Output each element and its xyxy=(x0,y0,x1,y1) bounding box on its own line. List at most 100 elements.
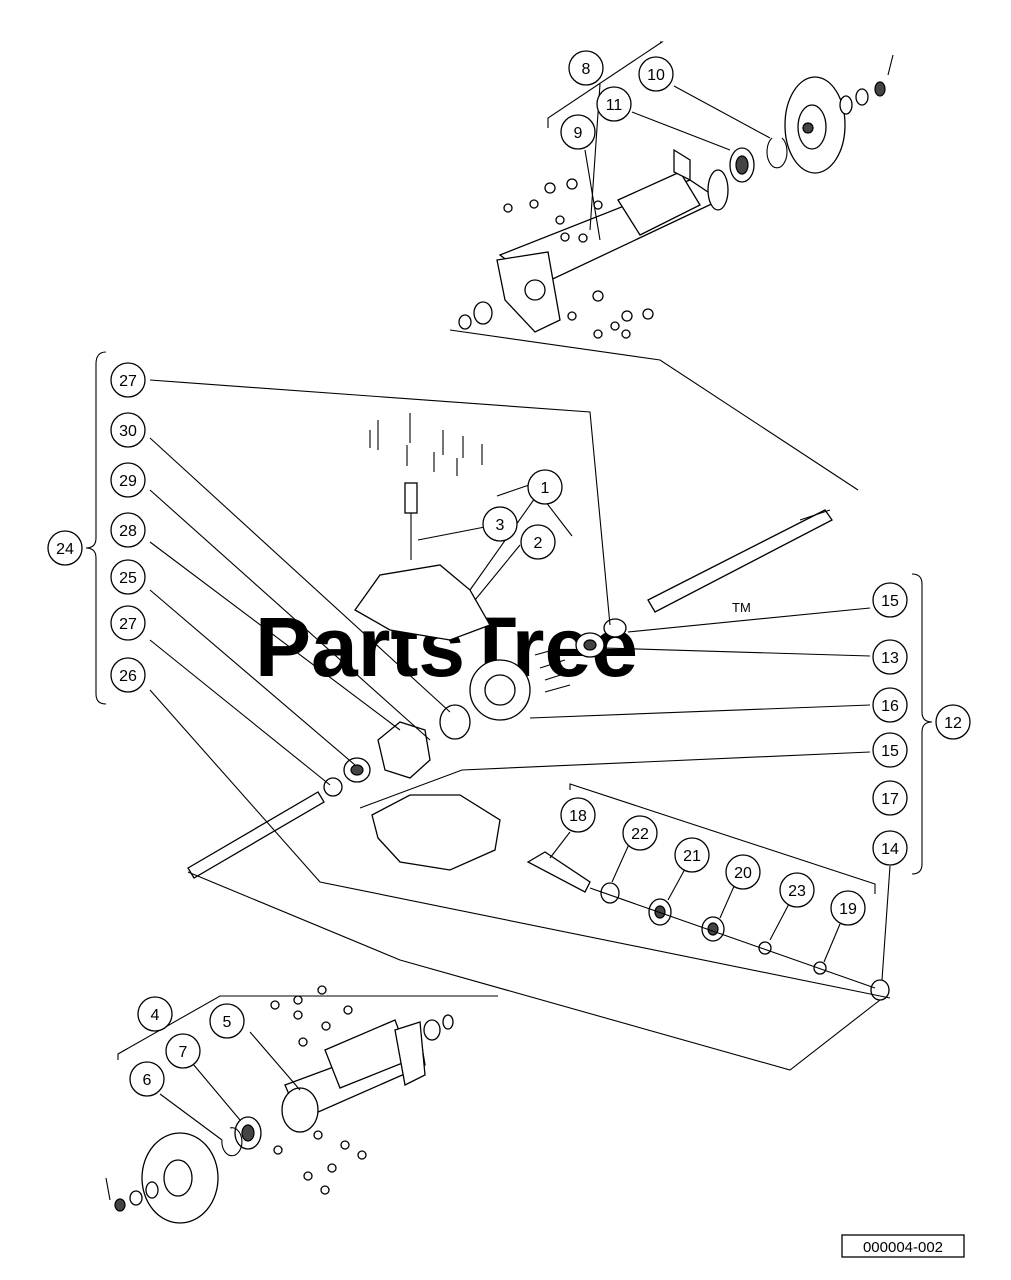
callout-11[interactable]: 11 xyxy=(596,86,632,122)
group-brace-12 xyxy=(911,573,933,875)
callout-2[interactable]: 2 xyxy=(520,524,556,560)
lower-seal xyxy=(423,1019,441,1041)
watermark-trademark: TM xyxy=(732,600,751,615)
callout-28[interactable]: 28 xyxy=(110,512,146,548)
lower-housing xyxy=(371,794,501,871)
callout-16[interactable]: 16 xyxy=(872,687,908,723)
callout-25-label: 25 xyxy=(119,570,137,587)
bearing-13-inner xyxy=(583,639,597,651)
callout-29[interactable]: 29 xyxy=(110,462,146,498)
callout-20[interactable]: 20 xyxy=(725,854,761,890)
callout-29-label: 29 xyxy=(119,473,137,490)
seal-15-upper xyxy=(603,618,627,638)
right-axle-shaft xyxy=(647,509,833,613)
breather-cap xyxy=(404,482,418,514)
callout-27-lower-label: 27 xyxy=(119,616,137,633)
left-axle-shaft xyxy=(187,791,325,879)
callout-8-label: 8 xyxy=(582,61,591,78)
lower-assembly-leader xyxy=(187,871,881,1071)
callout-1[interactable]: 1 xyxy=(527,469,563,505)
differential-carrier xyxy=(377,721,431,779)
seal-27-lower xyxy=(323,777,343,797)
lower-nut xyxy=(129,1190,143,1206)
callout-15-lower[interactable]: 15 xyxy=(872,732,908,768)
input-shaft-centerline xyxy=(589,887,876,989)
callout-6[interactable]: 6 xyxy=(129,1061,165,1097)
callout-9[interactable]: 9 xyxy=(560,114,596,150)
callout-24[interactable]: 24 xyxy=(47,530,83,566)
callout-26[interactable]: 26 xyxy=(110,657,146,693)
upper-nut xyxy=(855,88,869,106)
upper-plate-hole xyxy=(524,279,546,301)
lower-fasteners xyxy=(270,985,367,1195)
callout-14[interactable]: 14 xyxy=(872,830,908,866)
upper-oring xyxy=(458,314,472,330)
ring-gear-bolts xyxy=(534,647,571,693)
callout-15-lower-label: 15 xyxy=(881,743,899,760)
callout-14-label: 14 xyxy=(881,841,899,858)
callout-22[interactable]: 22 xyxy=(622,815,658,851)
drawing-number-box: 000004-002 xyxy=(841,1234,965,1258)
bearing-25-inner xyxy=(350,764,364,776)
drawing-number: 000004-002 xyxy=(863,1239,943,1256)
callout-3[interactable]: 3 xyxy=(482,506,518,542)
callout-18[interactable]: 18 xyxy=(560,797,596,833)
housing-bolts xyxy=(369,413,483,476)
callout-17-label: 17 xyxy=(881,791,899,808)
callout-13[interactable]: 13 xyxy=(872,639,908,675)
callout-23-label: 23 xyxy=(788,883,806,900)
callout-21-label: 21 xyxy=(683,848,701,865)
snap-ring-19 xyxy=(813,961,827,975)
upper-assembly-leader xyxy=(449,329,859,491)
lower-castle-nut xyxy=(114,1198,126,1212)
oring-22 xyxy=(600,882,620,904)
lower-mounting-plate xyxy=(394,1021,426,1086)
center-differential xyxy=(187,413,890,1001)
callout-3-label: 3 xyxy=(496,517,505,534)
input-shaft xyxy=(526,851,591,893)
upper-cotter-pin xyxy=(887,54,894,76)
callout-24-label: 24 xyxy=(56,541,74,558)
group-brace-24 xyxy=(85,351,107,705)
callout-30[interactable]: 30 xyxy=(110,412,146,448)
group-bracket-17 xyxy=(569,783,876,894)
callout-8[interactable]: 8 xyxy=(568,50,604,86)
upper-housing xyxy=(354,564,491,641)
lower-hub-center xyxy=(163,1159,193,1197)
callout-26-label: 26 xyxy=(119,668,137,685)
callout-30-label: 30 xyxy=(119,423,137,440)
callout-7[interactable]: 7 xyxy=(165,1033,201,1069)
callout-20-label: 20 xyxy=(734,865,752,882)
lower-bearing-inner xyxy=(241,1124,255,1142)
callout-25[interactable]: 25 xyxy=(110,559,146,595)
callout-27-lower[interactable]: 27 xyxy=(110,605,146,641)
callout-18-label: 18 xyxy=(569,808,587,825)
callout-15-upper[interactable]: 15 xyxy=(872,582,908,618)
callout-6-label: 6 xyxy=(143,1072,152,1089)
upper-tube-collar xyxy=(707,169,729,211)
callout-2-label: 2 xyxy=(534,535,543,552)
upper-axle-assembly xyxy=(458,54,894,339)
group-bracket-8 xyxy=(547,41,664,128)
callout-7-label: 7 xyxy=(179,1044,188,1061)
group-bracket-4 xyxy=(117,995,498,1060)
callout-19[interactable]: 19 xyxy=(830,890,866,926)
upper-bearing-inner xyxy=(735,155,749,175)
callout-10[interactable]: 10 xyxy=(638,56,674,92)
callout-4[interactable]: 4 xyxy=(137,996,173,1032)
callout-5[interactable]: 5 xyxy=(209,1003,245,1039)
callout-19-label: 19 xyxy=(839,901,857,918)
callout-23[interactable]: 23 xyxy=(779,872,815,908)
callout-27-upper-label: 27 xyxy=(119,373,137,390)
differential-bearing xyxy=(439,704,471,740)
upper-seal xyxy=(473,301,493,325)
callout-27-upper[interactable]: 27 xyxy=(110,362,146,398)
callout-12[interactable]: 12 xyxy=(935,704,971,740)
upper-castle-nut xyxy=(874,81,886,97)
callout-17[interactable]: 17 xyxy=(872,780,908,816)
callout-21[interactable]: 21 xyxy=(674,837,710,873)
lower-snap-ring xyxy=(221,1127,243,1157)
lower-axle-assembly xyxy=(105,985,454,1224)
upper-snap-ring xyxy=(766,137,788,169)
